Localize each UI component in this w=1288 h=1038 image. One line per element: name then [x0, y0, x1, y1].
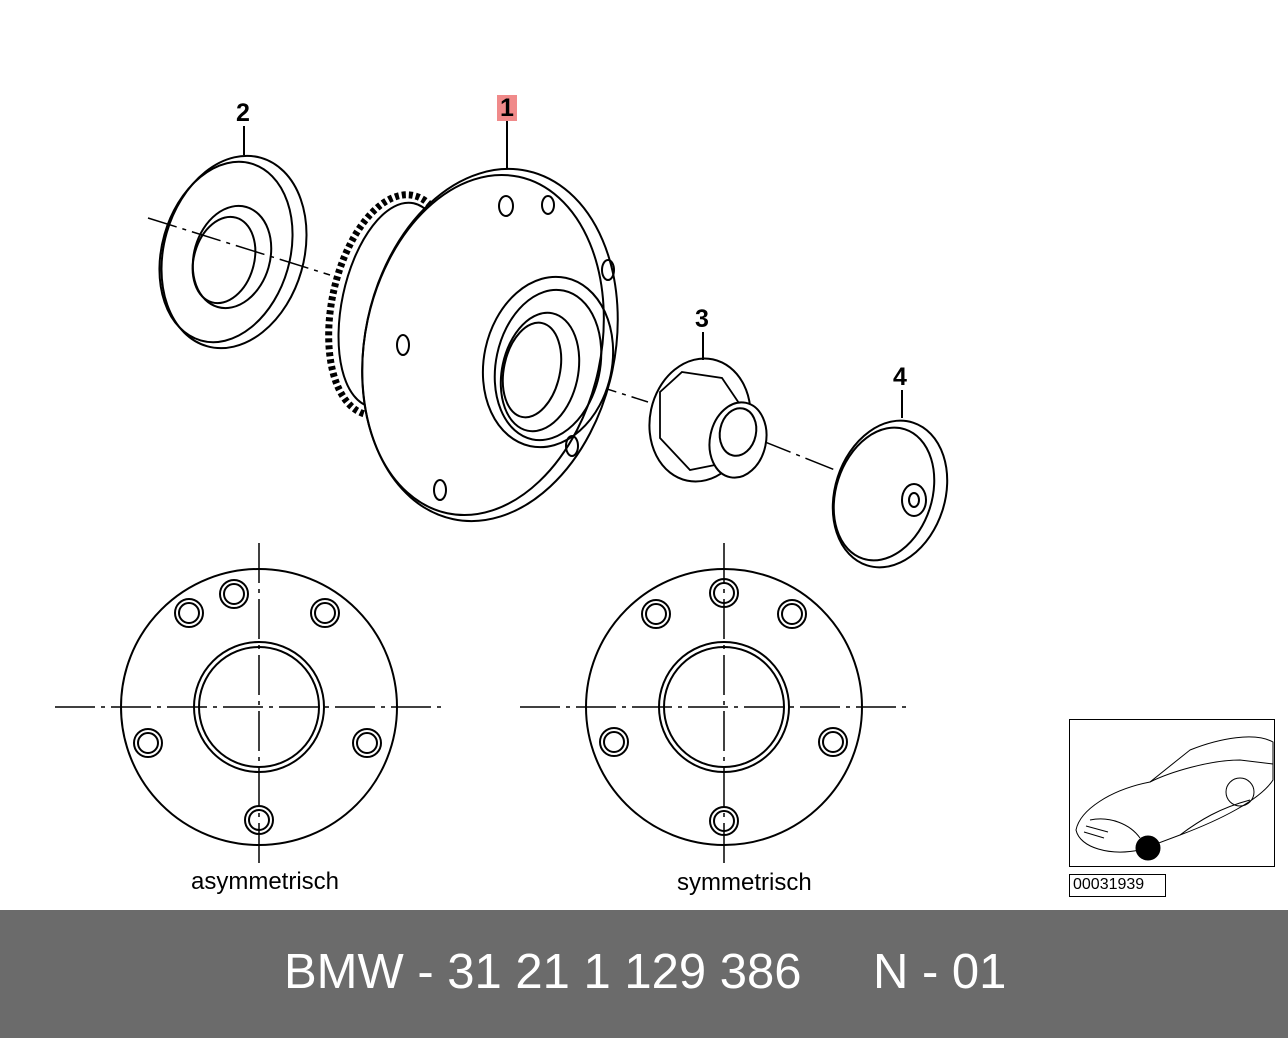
- dust-cap-part-4[interactable]: [815, 390, 966, 582]
- wheel-hub-part-1[interactable]: [310, 120, 649, 545]
- callout-nut[interactable]: 3: [695, 305, 709, 333]
- footer-part-number: BMW - 31 21 1 129 386: [284, 945, 802, 999]
- callout-hub[interactable]: 1: [497, 95, 517, 121]
- car-outline-icon: [1075, 736, 1274, 861]
- caption-asymmetric: asymmetrisch: [191, 868, 340, 895]
- flange-view-symmetric: [520, 543, 908, 868]
- callout-seal[interactable]: 2: [236, 99, 250, 127]
- reference-number: 00031939: [1069, 874, 1166, 897]
- footer-bar: [0, 910, 1288, 1038]
- caption-symmetric: symmetrisch: [677, 869, 812, 896]
- seal-ring-part-2[interactable]: [139, 126, 328, 365]
- exploded-view-drawing: [55, 120, 966, 868]
- vehicle-location-inset: [1069, 719, 1275, 867]
- collar-nut-part-3[interactable]: [638, 332, 773, 491]
- flange-view-asymmetric: [55, 543, 442, 868]
- callout-cap[interactable]: 4: [893, 363, 907, 391]
- footer-diagram-code: N - 01: [873, 945, 1007, 999]
